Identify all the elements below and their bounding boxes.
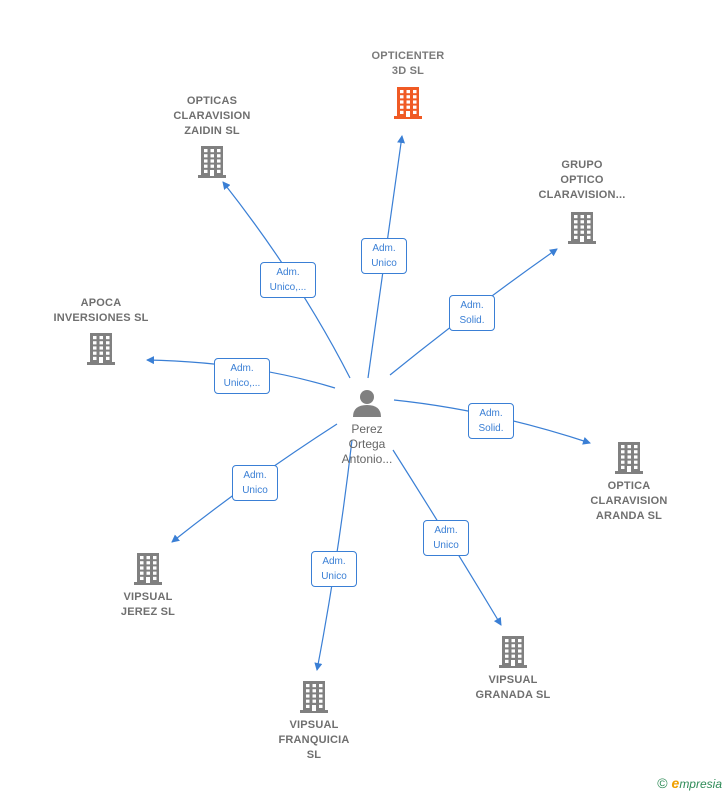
company-name[interactable]: VIPSUAL FRANQUICIA SL	[254, 718, 374, 763]
company-name-line: OPTICA	[607, 480, 651, 492]
company-node-apoca[interactable]: APOCA INVERSIONES SL	[41, 296, 161, 326]
company-name-line: ARANDA SL	[595, 510, 663, 522]
company-node-grupo[interactable]: GRUPO OPTICO CLARAVISION...	[522, 158, 642, 203]
role-text: Adm.	[230, 363, 254, 374]
company-icon-apoca[interactable]	[85, 332, 117, 366]
company-icon-granada[interactable]	[497, 635, 529, 669]
role-text: Unico	[371, 258, 397, 269]
role-badge-opticenter[interactable]: Adm. Unico	[361, 238, 407, 274]
company-icon-grupo[interactable]	[566, 211, 598, 245]
company-node-jerez[interactable]: VIPSUAL JEREZ SL	[88, 590, 208, 620]
company-node-aranda[interactable]: OPTICA CLARAVISION ARANDA SL	[569, 479, 689, 524]
company-name-line: OPTICAS	[186, 95, 238, 107]
company-node-franquicia[interactable]: VIPSUAL FRANQUICIA SL	[254, 718, 374, 763]
company-name[interactable]: VIPSUAL JEREZ SL	[88, 590, 208, 620]
building-icon	[568, 212, 596, 244]
building-icon	[198, 146, 226, 178]
company-name-line: JEREZ SL	[120, 606, 176, 618]
role-text: Unico	[242, 485, 268, 496]
person-name-line: Antonio...	[341, 452, 393, 466]
role-badge-aranda[interactable]: Adm. Solid.	[468, 403, 514, 439]
person-icon	[353, 390, 381, 417]
role-text: Solid.	[459, 315, 485, 326]
company-node-zaidin[interactable]: OPTICAS CLARAVISION ZAIDIN SL	[152, 94, 272, 139]
role-badge-jerez[interactable]: Adm. Unico	[232, 465, 278, 501]
company-name[interactable]: APOCA INVERSIONES SL	[41, 296, 161, 326]
company-name-line: VIPSUAL	[289, 719, 339, 731]
building-icon	[394, 87, 422, 119]
company-name-line: CLARAVISION	[173, 110, 251, 122]
company-name-line: GRUPO	[561, 159, 603, 171]
company-icon-franquicia[interactable]	[298, 680, 330, 714]
role-text: Unico,...	[269, 282, 307, 293]
company-name[interactable]: VIPSUAL GRANADA SL	[453, 673, 573, 703]
brand-initial: e	[671, 775, 680, 791]
company-name-line: OPTICO	[560, 174, 604, 186]
company-name[interactable]: OPTICA CLARAVISION ARANDA SL	[569, 479, 689, 524]
company-name-line: APOCA	[80, 297, 122, 309]
role-badge-franquicia[interactable]: Adm. Unico	[311, 551, 357, 587]
role-text: Unico,...	[223, 378, 261, 389]
building-icon	[615, 442, 643, 474]
building-icon	[87, 333, 115, 365]
role-text: Adm.	[372, 243, 396, 254]
brand-logo[interactable]: © empresia	[657, 775, 722, 791]
company-icon-jerez[interactable]	[132, 552, 164, 586]
person-name-line: Ortega	[348, 437, 386, 451]
role-text: Adm.	[434, 525, 458, 536]
company-name-line: FRANQUICIA	[278, 734, 350, 746]
role-text: Unico	[321, 571, 347, 582]
role-badge-zaidin[interactable]: Adm. Unico,...	[260, 262, 316, 298]
building-icon	[499, 636, 527, 668]
company-name-line: 3D SL	[391, 65, 425, 77]
role-text: Solid.	[478, 423, 504, 434]
building-icon	[134, 553, 162, 585]
role-badge-granada[interactable]: Adm. Unico	[423, 520, 469, 556]
company-name-line: VIPSUAL	[123, 591, 173, 603]
building-icon	[300, 681, 328, 713]
company-name-line: GRANADA SL	[475, 689, 551, 701]
company-name[interactable]: OPTICAS CLARAVISION ZAIDIN SL	[152, 94, 272, 139]
role-text: Adm.	[460, 300, 484, 311]
brand-name: mpresia	[679, 777, 722, 791]
role-text: Adm.	[322, 556, 346, 567]
role-text: Adm.	[479, 408, 503, 419]
company-node-opticenter[interactable]: OPTICENTER 3D SL	[348, 49, 468, 79]
copyright-icon: ©	[657, 775, 668, 791]
person-name-line: Perez	[351, 422, 383, 436]
company-name-line: VIPSUAL	[488, 674, 538, 686]
role-text: Adm.	[276, 267, 300, 278]
company-name[interactable]: OPTICENTER 3D SL	[348, 49, 468, 79]
company-name-line: SL	[306, 749, 322, 761]
company-icon-aranda[interactable]	[613, 441, 645, 475]
role-badge-grupo[interactable]: Adm. Solid.	[449, 295, 495, 331]
company-name-line: CLARAVISION...	[538, 189, 626, 201]
company-name-line: OPTICENTER	[371, 50, 445, 62]
company-icon-zaidin[interactable]	[196, 145, 228, 179]
company-node-granada[interactable]: VIPSUAL GRANADA SL	[453, 673, 573, 703]
company-name-line: INVERSIONES SL	[53, 312, 149, 324]
company-name-line: ZAIDIN SL	[184, 125, 240, 137]
role-text: Unico	[433, 540, 459, 551]
company-name[interactable]: GRUPO OPTICO CLARAVISION...	[522, 158, 642, 203]
company-name-line: CLARAVISION	[590, 495, 668, 507]
role-badge-apoca[interactable]: Adm. Unico,...	[214, 358, 270, 394]
role-text: Adm.	[243, 470, 267, 481]
company-icon-opticenter[interactable]	[392, 86, 424, 120]
